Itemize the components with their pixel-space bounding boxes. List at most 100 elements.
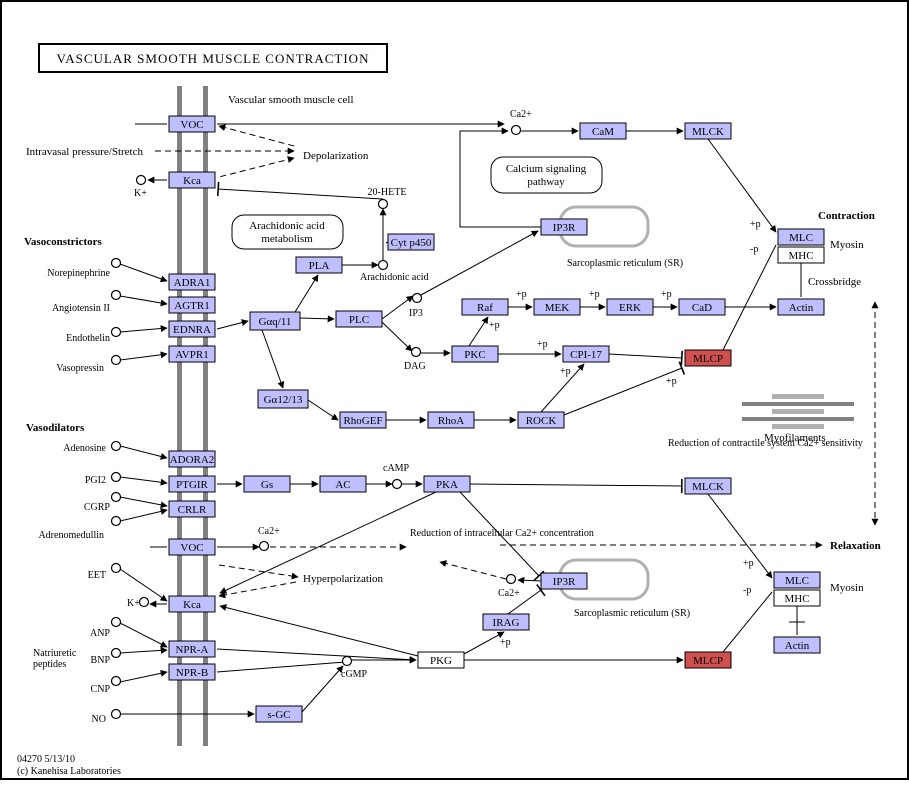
hete-circle[interactable] (377, 198, 389, 210)
pkg-node[interactable]: PKG (417, 651, 465, 669)
ip3r-bottom-node[interactable]: IP3R (540, 572, 588, 590)
adra1-box[interactable] (168, 273, 216, 291)
kca-top-node[interactable]: Kca (168, 171, 216, 189)
voc-top-box[interactable] (168, 115, 216, 133)
pgi2-compound[interactable]: PGI2 (85, 471, 122, 487)
ca-mid-circle[interactable] (258, 540, 270, 552)
ip3-circle[interactable] (411, 292, 423, 304)
ip3r-top-box[interactable] (540, 218, 588, 236)
ac-node[interactable]: AC (319, 475, 367, 493)
vasopressin-compound[interactable]: Vasopressin (56, 354, 122, 375)
ip3-compound[interactable]: IP3 (409, 292, 423, 320)
mek-box[interactable] (533, 298, 581, 316)
adenosine-compound[interactable]: Adenosine (63, 440, 122, 455)
pkc-node[interactable]: PKC (451, 345, 499, 363)
cnp-compound[interactable]: CNP (91, 675, 122, 696)
sgc-node[interactable]: s-GC (255, 705, 303, 723)
mek-node[interactable]: MEK (533, 298, 581, 316)
rhoa-node[interactable]: RhoA (427, 411, 475, 429)
adenosine-circle[interactable] (110, 440, 122, 452)
mlck-top-node[interactable]: MLCK (684, 122, 732, 140)
erk-box[interactable] (606, 298, 654, 316)
raf-node[interactable]: Raf (461, 298, 509, 316)
norepinephrine-compound[interactable]: Norepinephrine (47, 257, 122, 280)
no-circle[interactable] (110, 708, 122, 720)
mlcp-bottom-node[interactable]: MLCP (684, 651, 732, 669)
ca-mid-compound[interactable]: Ca2+ (258, 526, 280, 552)
pka-node[interactable]: PKA (423, 475, 471, 493)
ip3r-bottom-box[interactable] (540, 572, 588, 590)
cad-node[interactable]: CaD (678, 298, 726, 316)
mhc-bottom-box[interactable] (773, 589, 821, 607)
rhogef-box[interactable] (339, 411, 387, 429)
cam-node[interactable]: CaM (579, 122, 627, 140)
mhc-top-box[interactable] (777, 246, 825, 264)
crlr-node[interactable]: CRLR (168, 500, 216, 518)
anp-circle[interactable] (110, 616, 122, 628)
rock-node[interactable]: ROCK (517, 411, 565, 429)
angiotensin-compound[interactable]: Angiotensin II (52, 289, 122, 315)
arachidonic-compound[interactable]: Arachidonic acid (360, 259, 429, 284)
cgrp-circle[interactable] (110, 491, 122, 503)
actin-top-node[interactable]: Actin (777, 298, 825, 316)
voc-bottom-box[interactable] (168, 538, 216, 556)
kca-bottom-box[interactable] (168, 595, 216, 613)
ptgir-box[interactable] (168, 475, 216, 493)
cam-box[interactable] (579, 122, 627, 140)
no-compound[interactable]: NO (92, 708, 122, 726)
arachidonic-metabolism-box[interactable] (231, 214, 344, 250)
nprb-node[interactable]: NPR-B (168, 663, 216, 681)
k-bottom-compound[interactable]: K+ (127, 596, 150, 610)
pla-box[interactable] (295, 256, 343, 274)
plc-box[interactable] (335, 310, 383, 328)
ca-top-circle[interactable] (510, 124, 522, 136)
raf-box[interactable] (461, 298, 509, 316)
avpr1-box[interactable] (168, 345, 216, 363)
agtr1-node[interactable]: AGTR1 (168, 296, 216, 314)
dag-compound[interactable]: DAG (404, 346, 426, 373)
npra-box[interactable] (168, 640, 216, 658)
rhoa-box[interactable] (427, 411, 475, 429)
npra-node[interactable]: NPR-A (168, 640, 216, 658)
rhogef-node[interactable]: RhoGEF (339, 411, 387, 429)
camp-circle[interactable] (391, 478, 403, 490)
mlcp-bottom-box[interactable] (684, 651, 732, 669)
k-top-compound[interactable]: K+ (134, 174, 147, 200)
irag-node[interactable]: IRAG (482, 613, 530, 631)
crlr-box[interactable] (168, 500, 216, 518)
irag-box[interactable] (482, 613, 530, 631)
eet-compound[interactable]: EET (88, 562, 122, 582)
pla-node[interactable]: PLA (295, 256, 343, 274)
mlck-bottom-node[interactable]: MLCK (684, 477, 732, 495)
adora2-node[interactable]: ADORA2 (168, 450, 216, 468)
angiotensin-circle[interactable] (110, 289, 122, 301)
pkc-box[interactable] (451, 345, 499, 363)
arachidonic-circle[interactable] (377, 259, 389, 271)
kca-bottom-node[interactable]: Kca (168, 595, 216, 613)
ednra-box[interactable] (168, 320, 216, 338)
adora2-box[interactable] (168, 450, 216, 468)
bnp-circle[interactable] (110, 647, 122, 659)
erk-node[interactable]: ERK (606, 298, 654, 316)
hete-compound[interactable]: 20-HETE (368, 187, 407, 210)
anp-compound[interactable]: ANP (90, 616, 122, 640)
norepinephrine-circle[interactable] (110, 257, 122, 269)
mhc-bottom-node[interactable]: MHC (773, 589, 821, 607)
pka-box[interactable] (423, 475, 471, 493)
ptgir-node[interactable]: PTGIR (168, 475, 216, 493)
cpi17-box[interactable] (562, 345, 610, 363)
eet-circle[interactable] (110, 562, 122, 574)
nprb-box[interactable] (168, 663, 216, 681)
mlc-bottom-node[interactable]: MLC (773, 571, 821, 589)
mlc-top-box[interactable] (777, 228, 825, 246)
actin-top-box[interactable] (777, 298, 825, 316)
sgc-box[interactable] (255, 705, 303, 723)
mlcp-top-node[interactable]: MLCP (684, 349, 732, 367)
cgmp-compound[interactable]: cGMP (341, 655, 368, 681)
mlcp-top-box[interactable] (684, 349, 732, 367)
gs-box[interactable] (243, 475, 291, 493)
voc-top-node[interactable]: VOC (168, 115, 216, 133)
kca-top-box[interactable] (168, 171, 216, 189)
cnp-circle[interactable] (110, 675, 122, 687)
mlck-top-box[interactable] (684, 122, 732, 140)
